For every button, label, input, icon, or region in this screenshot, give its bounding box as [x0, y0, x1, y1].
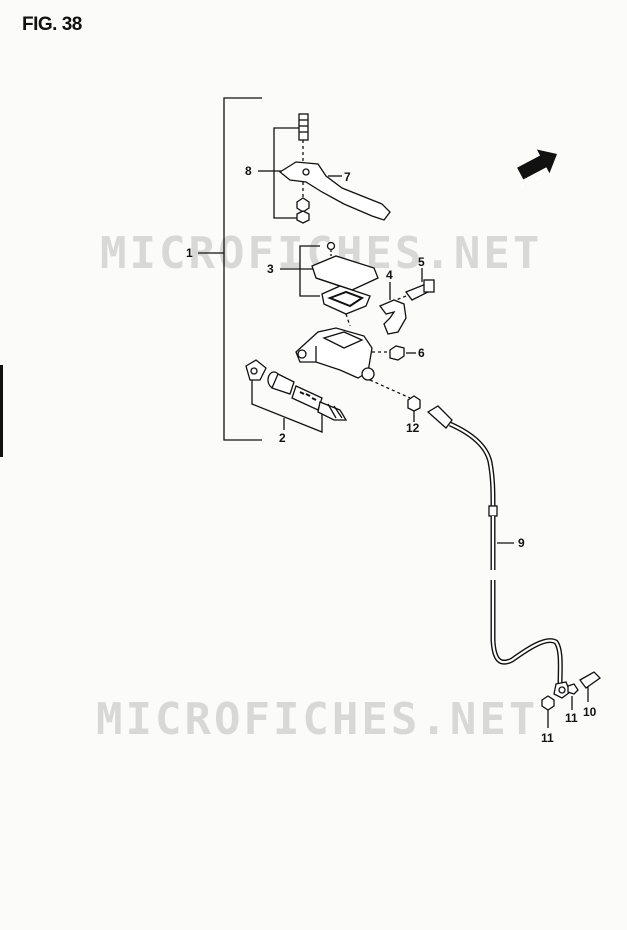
- clutch-lever: [278, 161, 391, 221]
- pivot-nut: [296, 197, 310, 213]
- washer-upper: [567, 683, 579, 695]
- watermark-bottom: MICROFICHES.NET: [96, 694, 539, 745]
- handlebar-clamp: [378, 299, 407, 335]
- callout-2: 2: [279, 431, 286, 445]
- bolt-nut-bracket: [273, 127, 300, 219]
- callout-5: 5: [418, 255, 425, 269]
- callout-11-left: 11: [541, 731, 554, 745]
- pivot-washer: [296, 210, 310, 224]
- reservoir-cap: [311, 255, 379, 291]
- callout-4: 4: [386, 268, 393, 282]
- callout-3: 3: [267, 262, 274, 276]
- clamp-bolt: [395, 268, 435, 301]
- union-bolt: [579, 671, 602, 689]
- banjo-washer: [407, 395, 421, 412]
- master-cylinder-body: [295, 327, 375, 381]
- callout-7: 7: [344, 170, 351, 184]
- callout-9: 9: [518, 536, 525, 550]
- clamp-nut: [389, 345, 405, 361]
- cap-diaphragm-bracket: [299, 245, 320, 297]
- washer-lower: [541, 695, 555, 711]
- scan-edge-mark: [0, 365, 3, 457]
- assembly-bracket: [223, 97, 262, 441]
- front-arrow-icon: [517, 149, 558, 180]
- callout-11-right: 11: [565, 711, 578, 725]
- callout-6: 6: [418, 346, 425, 360]
- pivot-bolt: [298, 113, 309, 164]
- callout-10: 10: [583, 705, 597, 719]
- clutch-hose: [426, 405, 563, 687]
- cap-screw: [326, 241, 336, 258]
- callout-12: 12: [406, 421, 420, 435]
- callout-8: 8: [245, 164, 252, 178]
- piston-kit-bracket: [251, 380, 323, 433]
- hose-lower-fitting: [541, 671, 602, 728]
- piston-kit: [245, 359, 348, 421]
- diaphragm-plate: [321, 285, 371, 315]
- figure-title: FIG. 38: [22, 14, 82, 35]
- callout-1: 1: [186, 246, 193, 260]
